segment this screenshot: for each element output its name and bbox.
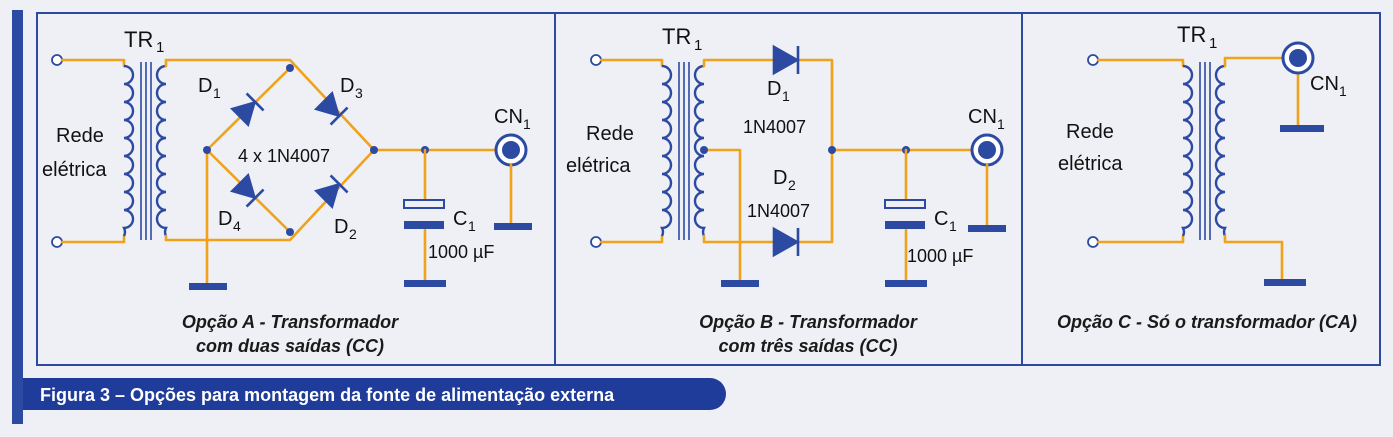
svg-text:1: 1 bbox=[213, 85, 221, 101]
transformer-label: TR bbox=[124, 27, 153, 52]
caption-b-line2: com três saídas (CC) bbox=[718, 336, 897, 356]
svg-text:1N4007: 1N4007 bbox=[743, 117, 806, 137]
svg-text:1N4007: 1N4007 bbox=[747, 201, 810, 221]
diode-d3 bbox=[313, 90, 349, 126]
panel-option-c: TR 1 Rede elétrica CN 1 Opção C - Só o t… bbox=[1057, 22, 1357, 332]
ground-a-capacitor bbox=[404, 280, 446, 287]
svg-text:4: 4 bbox=[233, 218, 241, 234]
d3-label: D bbox=[340, 75, 354, 97]
ground-c-transformer bbox=[1264, 279, 1306, 286]
svg-text:1000 µF: 1000 µF bbox=[907, 246, 973, 266]
svg-text:D: D bbox=[773, 167, 787, 189]
primary-winding bbox=[122, 64, 135, 237]
ground-b-connector bbox=[968, 225, 1006, 232]
panel-option-b: TR 1 Rede elétrica D 1 1N4007 D 2 1N4007… bbox=[566, 24, 1006, 356]
svg-text:elétrica: elétrica bbox=[1058, 153, 1123, 175]
svg-text:1: 1 bbox=[1339, 83, 1347, 99]
bridge-label: 4 x 1N4007 bbox=[238, 146, 330, 166]
diode-d1 bbox=[772, 44, 800, 76]
svg-text:1: 1 bbox=[997, 116, 1005, 132]
capacitor-plate-positive bbox=[403, 199, 445, 209]
svg-text:Rede: Rede bbox=[586, 123, 634, 145]
svg-text:2: 2 bbox=[349, 226, 357, 242]
ground-a-bridge bbox=[189, 283, 227, 290]
transformer-sub: 1 bbox=[156, 39, 164, 56]
svg-text:1: 1 bbox=[694, 37, 702, 54]
diode-d2 bbox=[313, 174, 349, 210]
mains-label-1: Rede bbox=[56, 125, 104, 147]
svg-text:CN: CN bbox=[968, 106, 997, 128]
ground-b-capacitor bbox=[885, 280, 927, 287]
ground-a-connector bbox=[494, 223, 532, 230]
svg-text:2: 2 bbox=[788, 177, 796, 193]
capacitor-label: C bbox=[453, 208, 467, 230]
d2-label: D bbox=[334, 216, 348, 238]
left-stripe bbox=[12, 10, 23, 424]
svg-text:1: 1 bbox=[468, 218, 476, 234]
svg-text:TR: TR bbox=[1177, 22, 1206, 47]
transformer-tr1 bbox=[660, 62, 706, 240]
mains-terminal-bottom bbox=[51, 236, 63, 248]
connector-label: CN bbox=[494, 106, 523, 128]
svg-text:TR: TR bbox=[662, 24, 691, 49]
d4-label: D bbox=[218, 208, 232, 230]
mains-label-2: elétrica bbox=[42, 159, 107, 181]
diode-d4 bbox=[229, 172, 265, 208]
wire-mains-bottom bbox=[60, 234, 126, 244]
wire-center-tap bbox=[702, 148, 742, 284]
svg-text:CN: CN bbox=[1310, 73, 1339, 95]
wire-mains-top bbox=[60, 58, 126, 68]
d1-label: D bbox=[198, 75, 212, 97]
svg-text:1: 1 bbox=[1209, 35, 1217, 52]
figure-title-bar bbox=[23, 378, 726, 410]
capacitor-value: 1000 µF bbox=[428, 242, 494, 262]
transformer-tr1 bbox=[122, 62, 168, 240]
figure-title: Figura 3 – Opções para montagem da fonte… bbox=[40, 385, 615, 405]
mains-terminal-top bbox=[51, 54, 63, 66]
ground-c-connector bbox=[1280, 125, 1324, 132]
svg-text:1: 1 bbox=[949, 218, 957, 234]
panel-option-a: TR 1 Rede elétrica D 1 bbox=[42, 27, 532, 356]
svg-text:1: 1 bbox=[782, 88, 790, 104]
caption-c: Opção C - Só o transformador (CA) bbox=[1057, 312, 1357, 332]
secondary-winding bbox=[155, 64, 168, 237]
transformer-tr1 bbox=[1181, 62, 1227, 240]
svg-text:1: 1 bbox=[523, 116, 531, 132]
panels-frame bbox=[36, 12, 1381, 366]
caption-b-line1: Opção B - Transformador bbox=[699, 312, 918, 332]
ground-b-tap bbox=[721, 280, 759, 287]
svg-text:Rede: Rede bbox=[1066, 121, 1114, 143]
capacitor-plate-negative bbox=[404, 221, 444, 229]
svg-text:C: C bbox=[934, 208, 948, 230]
svg-text:elétrica: elétrica bbox=[566, 155, 631, 177]
caption-a-line2: com duas saídas (CC) bbox=[196, 336, 384, 356]
diode-d1 bbox=[229, 92, 265, 128]
svg-text:3: 3 bbox=[355, 85, 363, 101]
svg-text:D: D bbox=[767, 78, 781, 100]
diode-d2 bbox=[772, 226, 800, 258]
caption-a-line1: Opção A - Transformador bbox=[182, 312, 399, 332]
